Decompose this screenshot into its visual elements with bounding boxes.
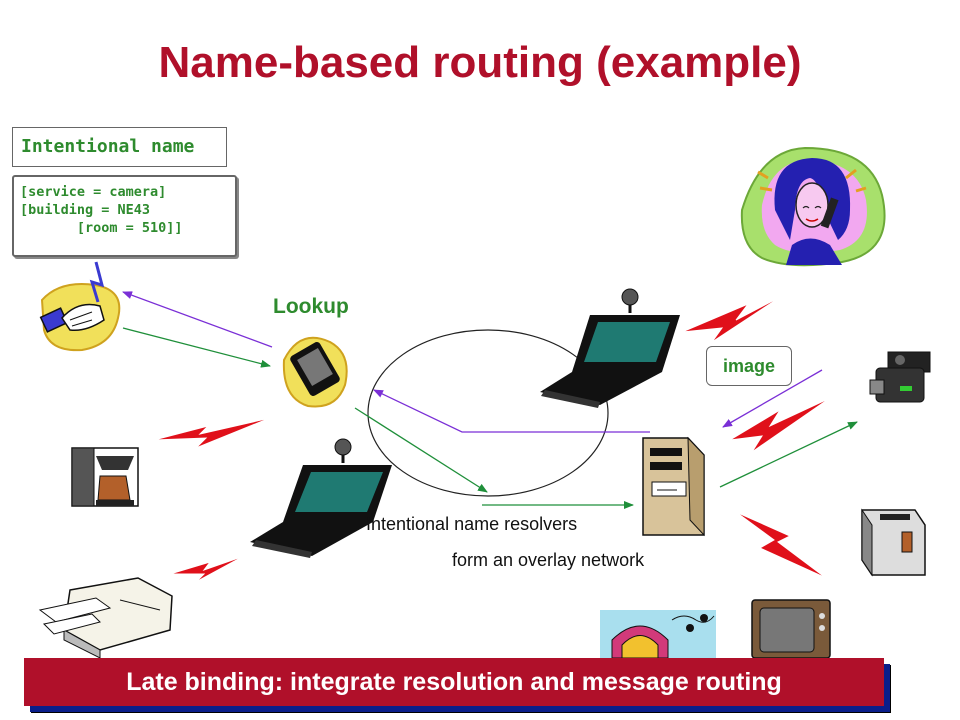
image-label: image: [706, 346, 792, 386]
coffee-maker-icon: [71, 447, 139, 507]
intentional-name-attributes: [service = camera] [building = NE43 [roo…: [12, 175, 237, 257]
attribute-line: [service = camera]: [20, 184, 167, 200]
overlay-ring: [367, 329, 609, 497]
arrow-camera-back: [722, 369, 823, 428]
laptop-icon: [540, 288, 680, 408]
jukebox-icon: [600, 610, 716, 659]
toaster-icon: [861, 508, 926, 577]
handshake-icon: [39, 261, 121, 352]
attribute-line: [building = NE43: [20, 202, 151, 218]
pda-icon: [282, 336, 348, 408]
arrow-pda-to-handshake: [122, 291, 273, 348]
video-camera-icon: [869, 351, 931, 403]
arrow-pda-to-overlay: [354, 407, 488, 493]
arrow-handshake-to-pda: [122, 327, 271, 368]
printer-icon: [38, 577, 173, 659]
laptop-icon: [250, 438, 392, 558]
overlay-caption: form an overlay network: [452, 550, 645, 570]
arrow-server-to-camera: [719, 421, 858, 488]
slide-title: Name-based routing (example): [158, 38, 802, 87]
resolvers-caption: Intentional name resolvers: [366, 514, 578, 534]
server-tower-icon: [642, 436, 705, 537]
late-binding-banner: Late binding: integrate resolution and m…: [24, 658, 884, 706]
attribute-line: [room = 510]]: [20, 220, 183, 236]
woman-phone-clipart: [740, 146, 886, 267]
lookup-label: Lookup: [273, 295, 349, 318]
intentional-name-label: Intentional name: [12, 127, 227, 167]
lightning-icon: [153, 295, 831, 583]
arrow-server-back: [373, 389, 650, 433]
television-icon: [751, 599, 831, 659]
